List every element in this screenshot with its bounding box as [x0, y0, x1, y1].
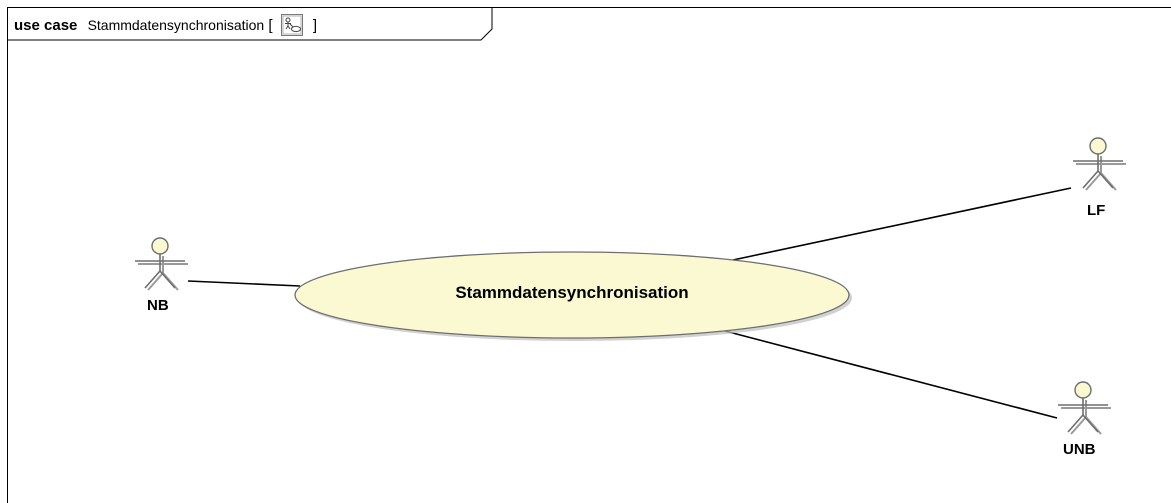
actor-lf-label: LF: [1087, 202, 1106, 219]
actor-unb-label: UNB: [1063, 441, 1096, 458]
use-case-diagram-icon: [280, 14, 303, 37]
frame-keyword: use case: [14, 17, 78, 34]
usecase-label: Stammdatensynchronisation: [455, 283, 689, 302]
frame-close-bracket: ]: [312, 17, 318, 34]
frame-open-bracket: [: [268, 17, 273, 34]
association-unb: [724, 330, 1058, 419]
frame-name: Stammdatensynchronisation: [87, 17, 265, 33]
actor-nb-icon[interactable]: [135, 237, 188, 291]
association-lf: [732, 187, 1072, 261]
diagram-frame: [7, 7, 1171, 503]
actor-lf-icon[interactable]: [1073, 137, 1126, 191]
actor-unb-icon[interactable]: [1058, 381, 1111, 435]
actor-nb-label: NB: [147, 297, 169, 314]
frame-tab: [7, 7, 493, 41]
frame-title: use case Stammdatensynchronisation [ ]: [14, 14, 318, 37]
usecase-ellipse[interactable]: [294, 251, 850, 339]
association-nb: [187, 280, 301, 287]
